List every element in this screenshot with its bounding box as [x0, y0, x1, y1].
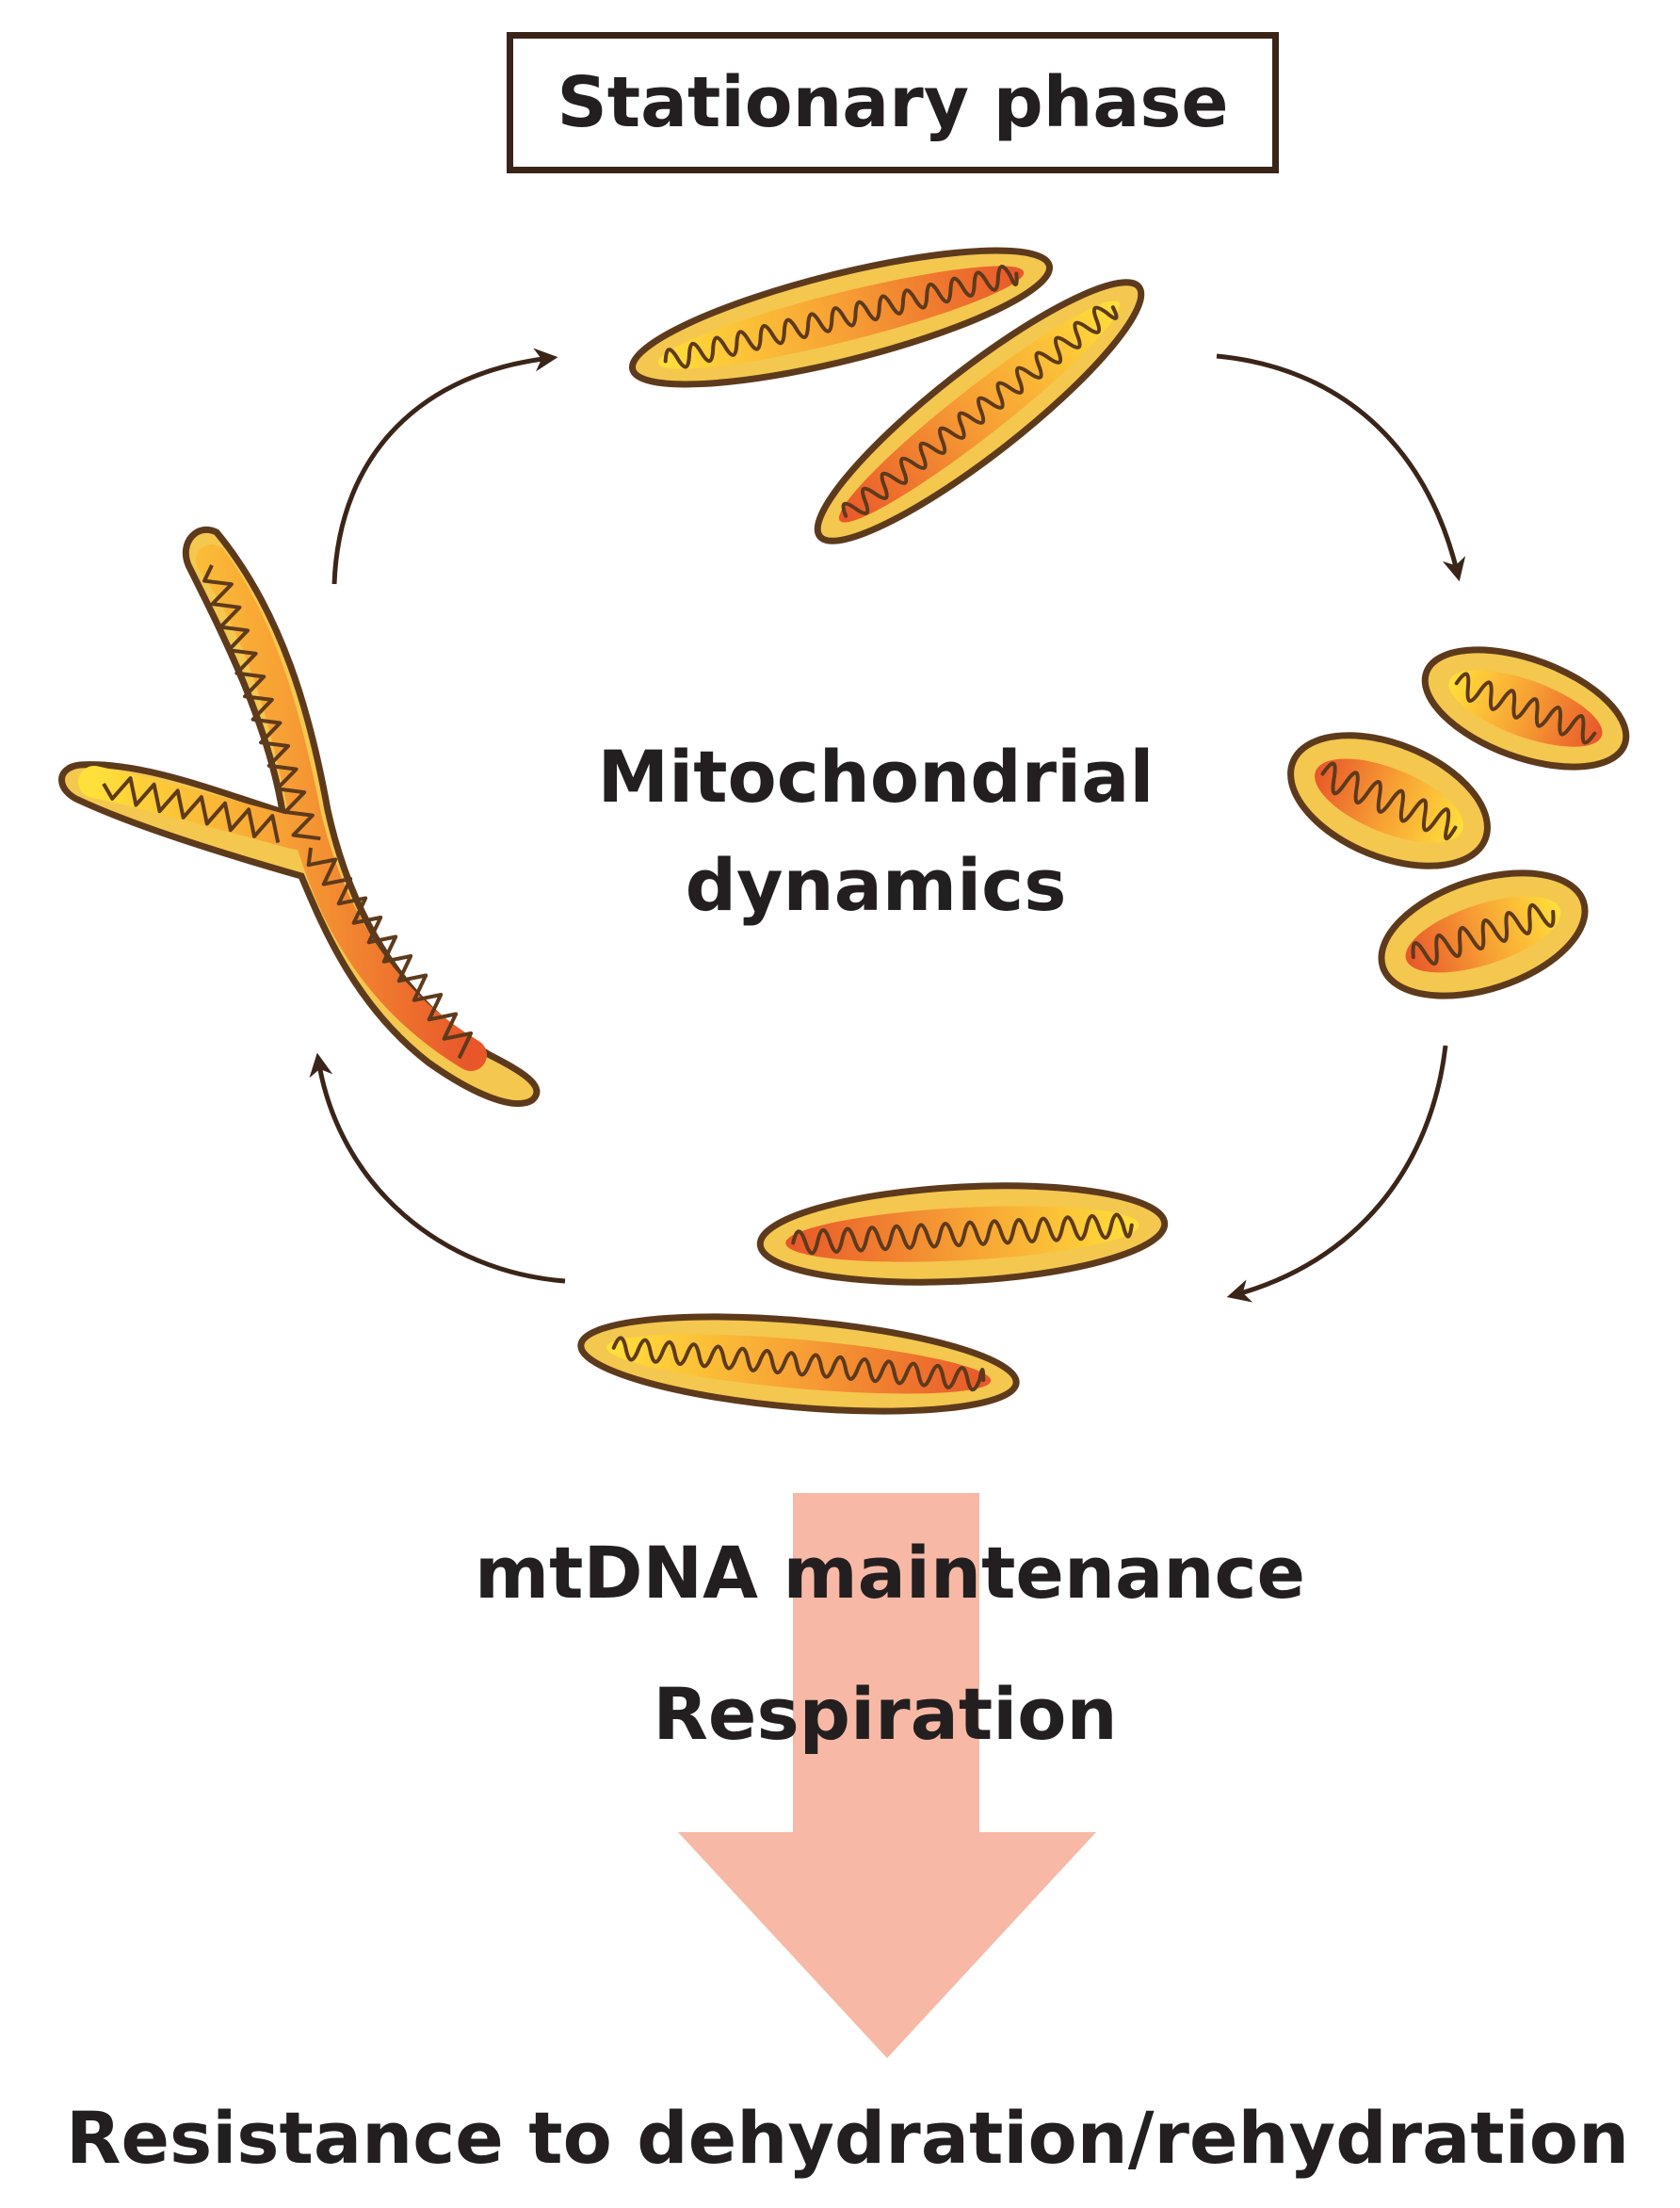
mitochondrion-bottom-1: [756, 1182, 1169, 1286]
mitochondrion-fused-network: [58, 527, 541, 1107]
curved-arrow-icon-bottom-right: [1226, 1045, 1448, 1303]
curved-arrow-icon-bottom-left: [309, 1052, 566, 1284]
result-label: Resistance to dehydration/rehydration: [65, 2096, 1630, 2180]
mitochondrion-bottom-2: [577, 1313, 1020, 1415]
down-arrow-icon: [678, 1493, 1096, 2058]
mitochondrion-fragment-3: [1378, 869, 1589, 999]
center-label-line2: dynamics: [685, 843, 1067, 927]
curved-arrow-icon-top-left: [331, 348, 558, 585]
mitochondrion-fragment-2: [1287, 732, 1491, 869]
page-title: Stationary phase: [557, 62, 1229, 143]
mitochondrion-fragment-1: [1421, 646, 1630, 771]
mitochondrion-top-2: [814, 279, 1145, 544]
curved-arrow-icon-top-right: [1216, 353, 1466, 582]
respiration-label: Respiration: [653, 1672, 1118, 1756]
center-label-line1: Mitochondrial: [597, 735, 1155, 819]
mitochondrion-top-1: [628, 247, 1054, 388]
title-box: Stationary phase: [507, 32, 1279, 173]
mtdna-maintenance-label: mtDNA maintenance: [474, 1531, 1306, 1615]
